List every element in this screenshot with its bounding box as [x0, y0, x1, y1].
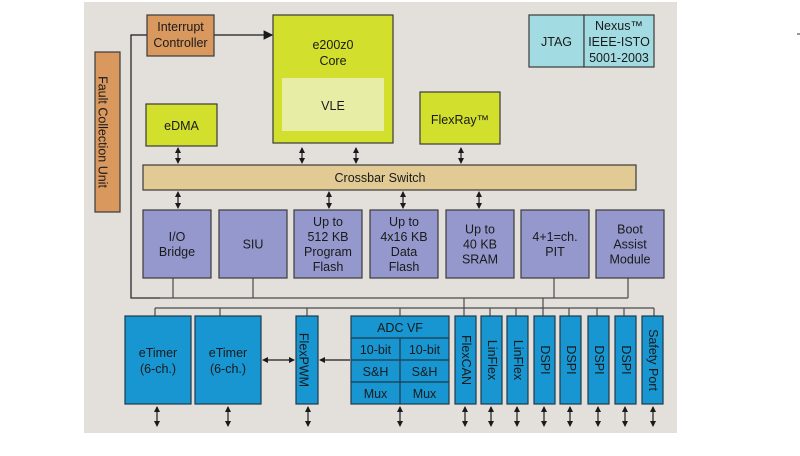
peripheral-label: DSPI — [538, 345, 552, 374]
vle-label: VLE — [321, 99, 345, 113]
adc-block: ADC VF 10-bit 10-bit S&H S&H Mux Mux — [350, 315, 450, 405]
nexus-line2: IEEE-ISTO — [588, 35, 650, 49]
crossbar-label: Crossbar Switch — [335, 171, 426, 185]
mid-block-label: 4x16 KB — [380, 230, 427, 244]
mid-block-label: Boot — [617, 223, 643, 237]
adc-cell: Mux — [413, 387, 437, 401]
mid-block-label: Module — [610, 253, 651, 267]
mid-block-label: Up to — [465, 223, 495, 237]
mid-block: 4+1=ch.PIT — [520, 209, 590, 279]
mid-block-label: I/O — [169, 230, 186, 244]
peripheral-block: DSPI — [614, 315, 637, 405]
peripheral-label: LinFlex — [485, 340, 499, 381]
mid-block-label: Flash — [313, 260, 344, 274]
etimer-block-1: eTimer (6-ch.) — [124, 315, 192, 405]
peripheral-block: LinFlex — [506, 315, 529, 405]
mid-block-label: 512 KB — [307, 230, 348, 244]
peripheral-label: DSPI — [619, 345, 633, 374]
adc-cell: S&H — [412, 365, 438, 379]
etimer-2-line2: (6-ch.) — [210, 362, 246, 376]
connection-lines — [130, 30, 655, 316]
flexpwm-block: FlexPWM — [295, 315, 319, 405]
jtag-label: JTAG — [541, 35, 572, 49]
peripheral-block: DSPI — [559, 315, 582, 405]
interrupt-controller: Interrupt Controller — [146, 14, 215, 57]
mid-block-label: 4+1=ch. — [532, 230, 577, 244]
debug-block: JTAG Nexus™ IEEE-ISTO 5001-2003 — [528, 14, 655, 68]
peripheral-block: FlexCAN — [454, 315, 477, 405]
mid-block-label: 40 KB — [463, 238, 497, 252]
adc-cell: Mux — [364, 387, 388, 401]
peripheral-label: DSPI — [564, 345, 578, 374]
adc-cell: 10-bit — [409, 343, 441, 357]
crossbar-switch: Crossbar Switch — [142, 164, 637, 191]
core-block: e200z0 Core VLE — [272, 14, 394, 144]
edma-block: eDMA — [145, 103, 218, 147]
mid-block-label: Up to — [313, 215, 343, 229]
mid-block: SIU — [218, 209, 288, 279]
adc-title: ADC VF — [377, 321, 423, 335]
etimer-1-line1: eTimer — [139, 346, 177, 360]
etimer-block-2: eTimer (6-ch.) — [194, 315, 262, 405]
bidirectional-arrows — [154, 147, 656, 427]
etimer-1-line2: (6-ch.) — [140, 362, 176, 376]
mid-block-label: Bridge — [159, 245, 195, 259]
flexray-label: FlexRay™ — [431, 113, 489, 127]
mid-block-label: PIT — [545, 245, 565, 259]
peripheral-label: FlexCAN — [459, 335, 473, 385]
flexpwm-label: FlexPWM — [297, 333, 311, 387]
interrupt-controller-line1: Interrupt — [157, 20, 204, 34]
core-line2: Core — [319, 54, 346, 68]
mid-block-label: Flash — [389, 260, 420, 274]
nexus-line3: 5001-2003 — [589, 51, 649, 65]
vertical-peripherals: FlexCAN LinFlex LinFlex DSPI DSPI DSPI DSPI Saf… — [454, 315, 664, 405]
peripheral-label: DSPI — [592, 345, 606, 374]
peripheral-block: Safety Port — [641, 315, 664, 405]
peripheral-block: DSPI — [533, 315, 556, 405]
adc-cell: 10-bit — [360, 343, 392, 357]
mid-block-label: SIU — [243, 238, 264, 252]
edma-label: eDMA — [164, 119, 199, 133]
mid-block-label: Data — [391, 245, 417, 259]
fault-collection-unit: Fault Collection Unit — [94, 51, 121, 213]
mid-block-label: Assist — [613, 238, 647, 252]
etimer-2-line1: eTimer — [209, 346, 247, 360]
peripheral-block: DSPI — [587, 315, 610, 405]
adc-cell: S&H — [363, 365, 389, 379]
mid-block-label: SRAM — [462, 253, 498, 267]
flexray-block: FlexRay™ — [419, 91, 501, 145]
nexus-line1: Nexus™ — [595, 19, 643, 33]
vle-block — [282, 78, 384, 131]
core-line1: e200z0 — [312, 38, 353, 52]
peripheral-label: Safety Port — [646, 329, 660, 391]
mid-block-label: Up to — [389, 215, 419, 229]
peripheral-block: LinFlex — [480, 315, 503, 405]
peripheral-label: LinFlex — [511, 340, 525, 381]
fault-collection-label: Fault Collection Unit — [96, 76, 110, 188]
mid-block-label: Program — [304, 245, 352, 259]
interrupt-controller-line2: Controller — [153, 36, 207, 50]
